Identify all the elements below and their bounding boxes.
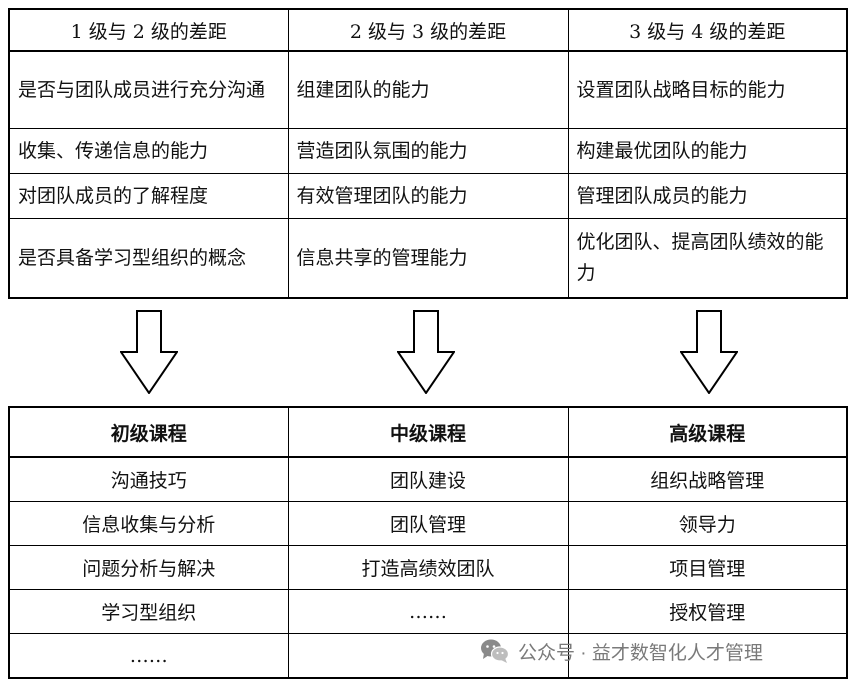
table-row: 沟通技巧 团队建设 组织战略管理	[8, 456, 848, 502]
table-cell: 领导力	[567, 501, 848, 546]
skill-gap-table: 1 级与 2 级的差距 2 级与 3 级的差距 3 级与 4 级的差距 是否与团…	[8, 8, 848, 299]
table-cell: ……	[8, 633, 289, 679]
table-row: 问题分析与解决 打造高绩效团队 项目管理	[8, 545, 848, 590]
table-cell: 有效管理团队的能力	[287, 173, 569, 219]
table-cell: 组建团队的能力	[287, 50, 569, 129]
table-cell: 问题分析与解决	[8, 545, 289, 590]
table-row: 是否与团队成员进行充分沟通 组建团队的能力 设置团队战略目标的能力	[8, 50, 848, 129]
table-cell	[287, 633, 569, 679]
table-cell: 构建最优团队的能力	[567, 128, 848, 174]
gap-header-1-2: 1 级与 2 级的差距	[8, 8, 289, 52]
down-arrow-icon	[120, 310, 178, 394]
skill-gap-header-row: 1 级与 2 级的差距 2 级与 3 级的差距 3 级与 4 级的差距	[8, 8, 848, 52]
table-cell: 授权管理	[567, 589, 848, 634]
table-cell: 管理团队成员的能力	[567, 173, 848, 219]
table-cell: 学习型组织	[8, 589, 289, 634]
watermark-text: 公众号 · 益才数智化人才管理	[518, 642, 763, 664]
course-header-intermediate: 中级课程	[287, 406, 569, 458]
table-row: 收集、传递信息的能力 营造团队氛围的能力 构建最优团队的能力	[8, 128, 848, 174]
table-cell: 是否与团队成员进行充分沟通	[8, 50, 289, 129]
table-cell: 沟通技巧	[8, 456, 289, 502]
table-cell: 打造高绩效团队	[287, 545, 569, 590]
table-cell: 设置团队战略目标的能力	[567, 50, 848, 129]
wechat-icon	[481, 639, 510, 663]
table-row: 对团队成员的了解程度 有效管理团队的能力 管理团队成员的能力	[8, 173, 848, 219]
table-cell	[567, 633, 848, 679]
table-cell: 团队管理	[287, 501, 569, 546]
table-cell: 组织战略管理	[567, 456, 848, 502]
course-header-beginner: 初级课程	[8, 406, 289, 458]
down-arrow-icon	[680, 310, 738, 394]
table-cell: 优化团队、提高团队绩效的能力	[567, 218, 848, 299]
table-cell: 信息共享的管理能力	[287, 218, 569, 299]
table-cell: 团队建设	[287, 456, 569, 502]
table-row: 是否具备学习型组织的概念 信息共享的管理能力 优化团队、提高团队绩效的能力	[8, 218, 848, 299]
gap-header-2-3: 2 级与 3 级的差距	[287, 8, 569, 52]
watermark: 公众号 · 益才数智化人才管理	[480, 634, 763, 668]
table-row: ……	[8, 633, 848, 679]
course-table: 初级课程 中级课程 高级课程 沟通技巧 团队建设 组织战略管理 信息收集与分析 …	[8, 406, 848, 679]
table-row: 学习型组织 …… 授权管理	[8, 589, 848, 634]
table-cell: 对团队成员的了解程度	[8, 173, 289, 219]
table-cell: 项目管理	[567, 545, 848, 590]
gap-header-3-4: 3 级与 4 级的差距	[567, 8, 848, 52]
course-header-advanced: 高级课程	[567, 406, 848, 458]
table-cell: ……	[287, 589, 569, 634]
course-header-row: 初级课程 中级课程 高级课程	[8, 406, 848, 458]
down-arrow-icon	[397, 310, 455, 394]
table-row: 信息收集与分析 团队管理 领导力	[8, 501, 848, 546]
table-cell: 营造团队氛围的能力	[287, 128, 569, 174]
table-cell: 信息收集与分析	[8, 501, 289, 546]
table-cell: 收集、传递信息的能力	[8, 128, 289, 174]
table-cell: 是否具备学习型组织的概念	[8, 218, 289, 299]
